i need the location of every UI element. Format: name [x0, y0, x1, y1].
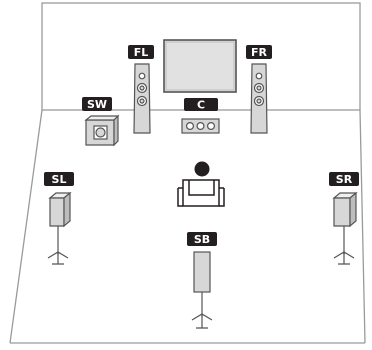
subwoofer-label: SW [87, 98, 107, 111]
subwoofer-tag: SW [82, 97, 112, 111]
right-wall-edge [359, 109, 366, 344]
front-right-tag: FR [246, 45, 272, 59]
center-label: C [197, 99, 205, 112]
center-tag: C [184, 98, 218, 112]
surround-right-label: SR [336, 173, 353, 186]
surround-left-speaker-icon [47, 191, 72, 265]
front-left-speaker-icon [133, 63, 151, 134]
left-wall-edge [9, 109, 43, 344]
subwoofer-speaker-icon [84, 114, 120, 147]
front-left-label: FL [134, 46, 149, 59]
surround-right-speaker-icon [332, 191, 358, 265]
surround-right-tag: SR [329, 172, 359, 186]
surround-left-tag: SL [44, 172, 74, 186]
center-speaker-icon [181, 118, 220, 134]
front-right-speaker-icon [250, 63, 268, 134]
surround-back-label: SB [194, 233, 210, 246]
front-left-tag: FL [128, 45, 154, 59]
surround-back-tag: SB [187, 232, 217, 246]
front-right-label: FR [251, 46, 268, 59]
surround-left-label: SL [52, 173, 67, 186]
tv [163, 39, 237, 93]
surround-back-speaker-icon [191, 251, 213, 329]
listener-icon [177, 161, 225, 207]
